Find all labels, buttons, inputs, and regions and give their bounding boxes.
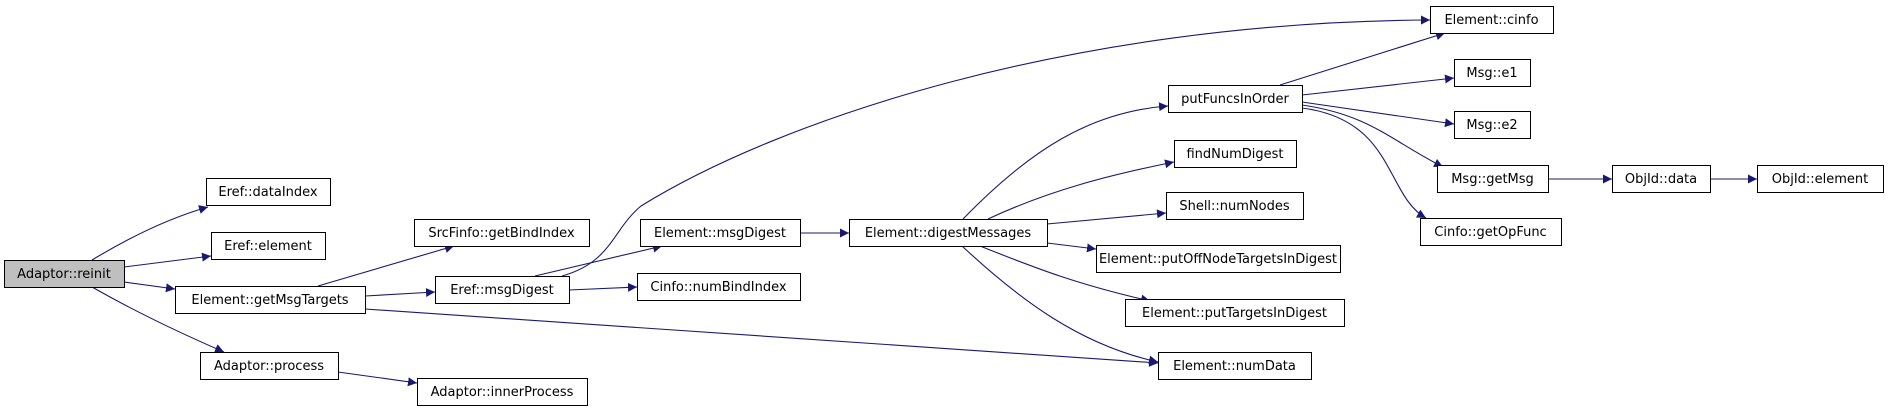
node-box [1454,59,1531,87]
node-label: Element::msgDigest [654,226,786,241]
edge-erefMsgDigest-to-elementMsgDigest [534,243,663,277]
edge-getMsgTargets-to-numData [364,308,1159,367]
edge-putFuncsInOrder-to-getMsg [1301,104,1444,168]
node-box [1096,245,1341,273]
nodes-layer: Adaptor::reinit Eref::dataIndexEref::elem… [4,6,1884,406]
edge-digestMessages-to-numData [961,245,1159,365]
node-findNumDigest[interactable]: findNumDigest [1174,140,1297,168]
node-box [1168,85,1303,113]
node-label: putFuncsInOrder [1181,92,1289,107]
node-label: Msg::e2 [1466,118,1517,133]
edge-digestMessages-to-numNodes [1046,209,1167,225]
node-label: ObjId::element [1772,172,1869,187]
node-objElement[interactable]: ObjId::element [1757,165,1884,193]
edge-reinit-to-getMsgTargets [123,281,176,293]
node-box [1430,6,1554,34]
node-label: Cinfo::getOpFunc [1434,225,1546,240]
node-box [435,276,570,304]
node-putFuncsInOrder[interactable]: putFuncsInOrder [1168,85,1303,113]
node-box [414,219,590,247]
edge-reinit-to-process [91,286,225,353]
node-label: SrcFinfo::getBindIndex [428,226,575,241]
edge-reinit-to-erefElement [123,252,212,268]
node-erefMsgDigest[interactable]: Eref::msgDigest [435,276,570,304]
node-label: Msg::getMsg [1451,172,1534,187]
node-label: Eref::msgDigest [450,283,554,298]
edge-digestMessages-to-findNumDigest [987,159,1175,220]
node-box [1158,352,1312,380]
edge-getMsgTargets-to-erefMsgDigest [364,288,436,298]
node-label: Element::digestMessages [865,226,1032,241]
node-box [1437,165,1549,193]
node-label: Msg::e1 [1466,66,1517,81]
node-box [1454,111,1531,139]
node-label: Element::cinfo [1444,13,1538,28]
node-box [1125,299,1345,327]
edge-putFuncsInOrder-to-e2 [1301,101,1455,128]
node-label: Shell::numNodes [1179,199,1290,214]
edge-putFuncsInOrder-to-getOpFunc [1301,107,1427,219]
node-label: Element::putOffNodeTargetsInDigest [1099,252,1337,267]
node-label: findNumDigest [1186,147,1283,162]
node-dataIndex[interactable]: Eref::dataIndex [206,178,331,206]
node-label: Eref::element [224,239,312,254]
node-label: Adaptor::process [214,359,324,374]
node-innerProcess[interactable]: Adaptor::innerProcess [417,378,588,406]
node-getMsgTargets[interactable]: Element::getMsgTargets [175,286,366,314]
node-numData[interactable]: Element::numData [1158,352,1312,380]
edge-putFuncsInOrder-to-cinfo [1279,31,1446,86]
edge-erefMsgDigest-to-cinfo [561,15,1431,277]
node-getBindIndex[interactable]: SrcFinfo::getBindIndex [414,219,590,247]
node-e1[interactable]: Msg::e1 [1454,59,1531,87]
edge-digestMessages-to-putFuncsInOrder [962,102,1169,220]
node-box [200,352,339,380]
node-label: Eref::dataIndex [218,185,318,200]
edges-layer [91,15,1757,387]
node-label: Element::getMsgTargets [191,293,348,308]
node-numBindIndex[interactable]: Cinfo::numBindIndex [637,273,801,301]
node-label: ObjId::data [1625,172,1697,187]
node-box [849,219,1048,247]
edge-reinit-to-dataIndex [91,205,209,261]
node-box [417,378,588,406]
node-getMsg[interactable]: Msg::getMsg [1437,165,1549,193]
node-box [1420,218,1562,246]
node-box [1757,165,1884,193]
edge-process-to-innerProcess [337,371,418,387]
node-box [1612,165,1711,193]
node-erefElement[interactable]: Eref::element [211,232,326,260]
node-box [206,178,331,206]
node-box [637,273,801,301]
node-box [175,286,366,314]
node-process[interactable]: Adaptor::process [200,352,339,380]
node-label: Element::putTargetsInDigest [1142,306,1327,321]
node-box [211,232,326,260]
node-putTargets[interactable]: Element::putTargetsInDigest [1125,299,1345,327]
node-reinit[interactable]: Adaptor::reinit [4,260,125,288]
edge-putFuncsInOrder-to-e1 [1301,74,1455,96]
node-label: Cinfo::numBindIndex [650,280,786,295]
node-objData[interactable]: ObjId::data [1612,165,1711,193]
node-box [1174,140,1297,168]
node-box [640,219,801,247]
node-label: Element::numData [1173,359,1296,374]
node-digestMessages[interactable]: Element::digestMessages [849,219,1048,247]
node-numNodes[interactable]: Shell::numNodes [1166,192,1304,220]
node-label: Adaptor::reinit [17,267,111,282]
edge-digestMessages-to-putOffNode [1046,242,1097,253]
node-getOpFunc[interactable]: Cinfo::getOpFunc [1420,218,1562,246]
node-putOffNode[interactable]: Element::putOffNodeTargetsInDigest [1096,245,1341,273]
node-label: Adaptor::innerProcess [431,385,574,400]
node-box [1166,192,1304,220]
node-e2[interactable]: Msg::e2 [1454,111,1531,139]
edge-getMsgTargets-to-getBindIndex [317,244,455,287]
node-cinfo[interactable]: Element::cinfo [1430,6,1554,34]
edge-digestMessages-to-putTargets [979,245,1151,304]
edge-erefMsgDigest-to-numBindIndex [568,282,638,292]
node-box [4,260,125,288]
node-elementMsgDigest[interactable]: Element::msgDigest [640,219,801,247]
